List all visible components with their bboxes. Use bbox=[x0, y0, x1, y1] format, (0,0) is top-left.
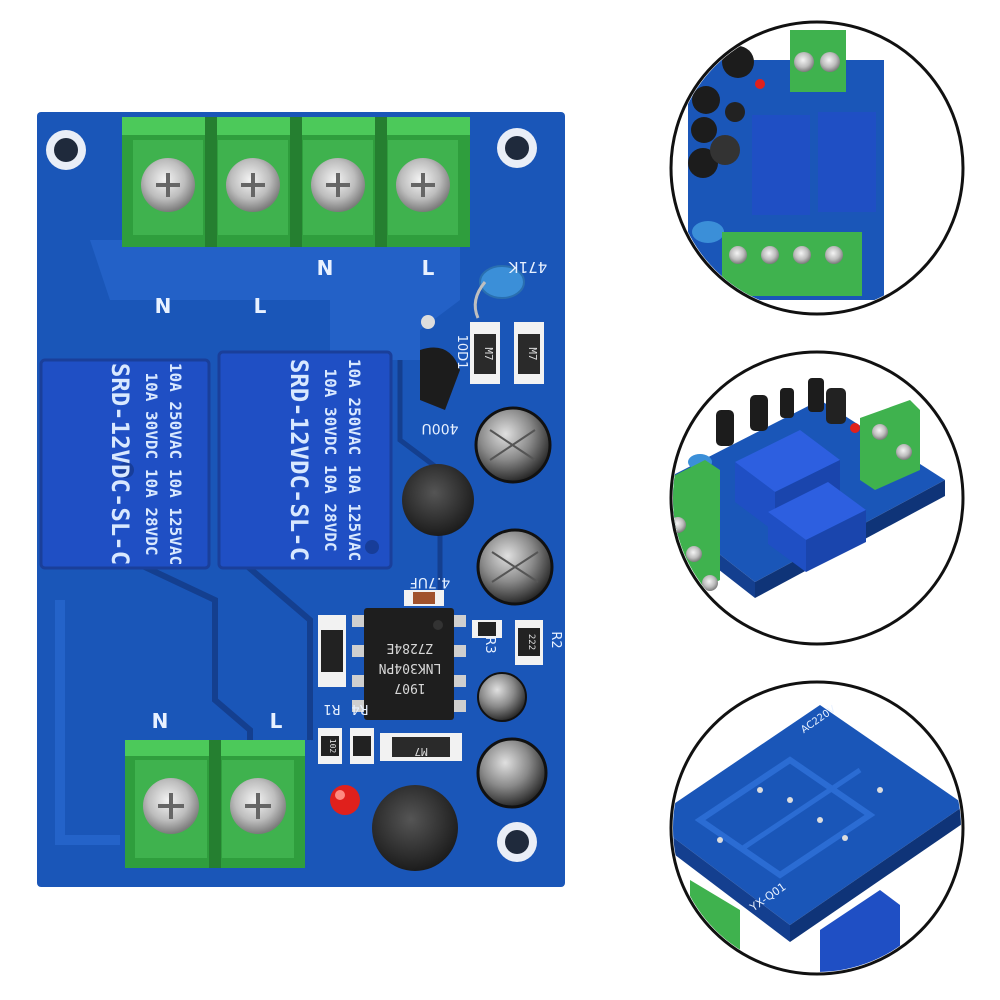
pcb-trace bbox=[55, 600, 120, 845]
pcb-trace bbox=[238, 557, 313, 740]
top-terminal-label-1: N bbox=[155, 294, 172, 318]
chip-text-3: Z7284E bbox=[387, 640, 434, 655]
smd-resistor-2-mark: 222 bbox=[526, 634, 536, 650]
main-board: N L N L 471K 10A 250VAC 10A 125VAC 10A 3… bbox=[37, 112, 565, 887]
electrolytic-capacitor-2 bbox=[476, 528, 554, 606]
r4-label: R4 bbox=[351, 701, 368, 716]
inset-bottom-view: AC220V YX-Q01 bbox=[669, 680, 965, 976]
mounting-hole bbox=[497, 822, 537, 862]
top-terminal-block bbox=[122, 117, 470, 247]
mounting-hole bbox=[46, 130, 86, 170]
ic-chip: 1907 LNK304PN Z7284E bbox=[352, 608, 466, 720]
relay-1-text-3: SRD-12VDC-SL-C bbox=[106, 363, 134, 565]
relay-2-text-3: SRD-12VDC-SL-C bbox=[285, 359, 313, 561]
smd-diode-1: M7 bbox=[470, 322, 500, 384]
smd-resistor-2 bbox=[350, 728, 374, 764]
top-terminal-label-4: L bbox=[422, 256, 435, 280]
inductor-1 bbox=[402, 464, 474, 536]
relay-1: 10A 250VAC 10A 125VAC 10A 30VDC 10A 28VD… bbox=[39, 358, 211, 570]
smd-diode-1-mark: M7 bbox=[482, 347, 495, 360]
smd-resistor-1-mark: 102 bbox=[328, 739, 337, 754]
electrolytic-capacitor-4 bbox=[476, 737, 548, 809]
r3-label: R3 bbox=[482, 636, 497, 653]
pcb-trace bbox=[90, 240, 460, 360]
smd-diode-3: M7 bbox=[380, 733, 462, 761]
top-terminal-label-2: L bbox=[254, 294, 267, 318]
cap-voltage-label: 400U bbox=[422, 420, 459, 436]
transistor bbox=[420, 315, 460, 410]
smd-resistor-r1 bbox=[318, 615, 346, 687]
relay-1-text-2: 10A 30VDC 10A 28VDC bbox=[142, 372, 161, 555]
smd-diode-3-mark: M7 bbox=[414, 745, 427, 758]
mounting-hole bbox=[497, 128, 537, 168]
smd-diode-2: M7 bbox=[514, 322, 544, 384]
r2-label: R2 bbox=[548, 631, 563, 648]
chip-text-2: LNK304PN bbox=[379, 660, 442, 675]
electrolytic-capacitor-1 bbox=[474, 406, 552, 484]
smd-resistor-1: 102 bbox=[318, 728, 342, 764]
bottom-terminal-label-2: L bbox=[270, 709, 283, 733]
relay-2-text-2: 10A 30VDC 10A 28VDC bbox=[321, 368, 340, 551]
r1-label: R1 bbox=[323, 701, 340, 716]
varistor-label: 471K bbox=[508, 258, 548, 276]
inductor-2 bbox=[372, 785, 458, 871]
smd-resistor-r2: 222 bbox=[515, 620, 543, 665]
relay-2-text-1: 10A 250VAC 10A 125VAC bbox=[345, 359, 364, 561]
smd-capacitor-c1 bbox=[404, 590, 444, 606]
inset-angled-view bbox=[669, 350, 965, 646]
varistor bbox=[473, 265, 525, 319]
cap-value-label: 4.7UF bbox=[410, 574, 451, 590]
top-terminal-label-3: N bbox=[317, 256, 334, 280]
relay-1-text-1: 10A 250VAC 10A 125VAC bbox=[166, 363, 185, 565]
relay-2: 10A 250VAC 10A 125VAC 10A 30VDC 10A 28VD… bbox=[217, 350, 393, 570]
smd-diode-2-mark: M7 bbox=[526, 347, 539, 360]
chip-text-1: 1907 bbox=[394, 680, 425, 695]
bottom-terminal-block bbox=[125, 740, 305, 868]
inset-top-view bbox=[669, 20, 965, 316]
bottom-terminal-label-1: N bbox=[152, 709, 169, 733]
red-led bbox=[330, 785, 360, 815]
smd-resistor-r3 bbox=[472, 620, 502, 638]
electrolytic-capacitor-3 bbox=[477, 672, 527, 722]
diode-label: 10D1 bbox=[454, 335, 469, 370]
